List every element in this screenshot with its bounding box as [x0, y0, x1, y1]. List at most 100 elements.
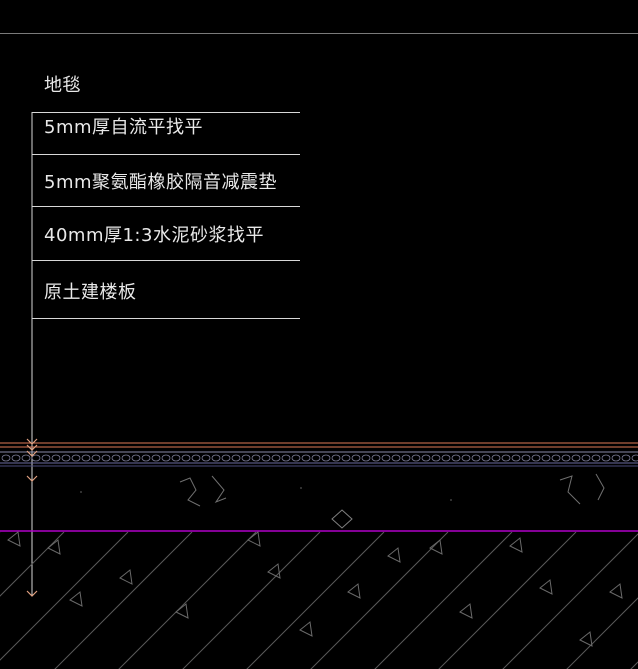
- leveling-pebble: [391, 454, 401, 462]
- leveling-pebble: [341, 454, 351, 462]
- leveling-pebble: [601, 454, 611, 462]
- hatch-line: [566, 597, 638, 669]
- leveling-pebble: [461, 454, 471, 462]
- leveling-pebble: [451, 454, 461, 462]
- leveling-pebble: [31, 454, 41, 462]
- aggregate-triangle: [47, 539, 61, 555]
- aggregate-triangle: [539, 579, 553, 595]
- callout-divider: [32, 206, 300, 207]
- leveling-pebble: [81, 454, 91, 462]
- leveling-pebble: [581, 454, 591, 462]
- callout-divider: [32, 112, 300, 113]
- leveling-pebble: [591, 454, 601, 462]
- callout-title: 地毯: [44, 75, 81, 96]
- leveling-pebble: [551, 454, 561, 462]
- leveling-pebble: [521, 454, 531, 462]
- leveling-pebble: [41, 454, 51, 462]
- leveling-pebble: [381, 454, 391, 462]
- leveling-pebble: [471, 454, 481, 462]
- aggregate-triangle: [119, 569, 133, 585]
- callout-divider: [32, 318, 300, 319]
- leveling-pebble: [611, 454, 621, 462]
- leveling-pebble: [151, 454, 161, 462]
- leveling-pebble: [131, 454, 141, 462]
- hatch-line: [182, 532, 321, 669]
- leveling-pebble: [11, 454, 21, 462]
- aggregate-triangle: [429, 539, 443, 555]
- slab-aggregate: [7, 531, 623, 647]
- leveling-pebble: [221, 454, 231, 462]
- leveling-pebble: [71, 454, 81, 462]
- leveling-pebble: [271, 454, 281, 462]
- callout-divider: [32, 260, 300, 261]
- hatch-line: [0, 532, 129, 661]
- leveling-pebble: [141, 454, 151, 462]
- layer-label-1: 5mm厚自流平找平: [44, 117, 204, 138]
- hatch-line: [438, 532, 577, 669]
- mortar-mark: [559, 475, 581, 505]
- leveling-pebble: [491, 454, 501, 462]
- hatch-line: [0, 532, 65, 597]
- leader-arrow-icon: [26, 438, 38, 597]
- leveling-pebble: [291, 454, 301, 462]
- leveling-pebble: [301, 454, 311, 462]
- leveling-pebble: [21, 454, 31, 462]
- layer-label-3: 40mm厚1:3水泥砂浆找平: [44, 225, 264, 246]
- leveling-pebble: [321, 454, 331, 462]
- leveling-pebble: [61, 454, 71, 462]
- leveling-pebble: [621, 454, 631, 462]
- aggregate-triangle: [247, 531, 261, 547]
- aggregate-triangle: [175, 603, 189, 619]
- leveling-pebble: [631, 454, 638, 462]
- leveling-pebble: [191, 454, 201, 462]
- leveling-pebble: [311, 454, 321, 462]
- mortar-mark: [179, 477, 201, 507]
- leveling-pebble: [501, 454, 511, 462]
- leveling-pebble: [561, 454, 571, 462]
- hatch-line: [54, 532, 193, 669]
- hatch-line: [502, 533, 638, 669]
- leveling-pebble: [541, 454, 551, 462]
- layer-label-4: 原土建楼板: [44, 282, 137, 303]
- aggregate-triangle: [299, 621, 313, 637]
- hatch-line: [246, 532, 385, 669]
- leveling-pebble: [261, 454, 271, 462]
- leveling-pebble: [441, 454, 451, 462]
- layer-label-2: 5mm聚氨酯橡胶隔音减震垫: [44, 172, 278, 193]
- leveling-pebble: [571, 454, 581, 462]
- leveling-pebble: [1, 454, 11, 462]
- leveling-pebble: [331, 454, 341, 462]
- leveling-pebble: [411, 454, 421, 462]
- aggregate-triangle: [509, 537, 523, 553]
- leveling-pebble: [431, 454, 441, 462]
- leveling-pebble: [101, 454, 111, 462]
- leveling-pebble: [231, 454, 241, 462]
- aggregate-triangle: [387, 547, 401, 563]
- leveling-pebble: [171, 454, 181, 462]
- drawing-border-line: [0, 33, 638, 34]
- aggregate-triangle: [7, 531, 21, 547]
- leveling-pebble: [371, 454, 381, 462]
- mortar-mark: [211, 475, 227, 504]
- leveling-pebble: [481, 454, 491, 462]
- aggregate-triangle: [609, 583, 623, 599]
- aggregate-triangle: [579, 631, 593, 647]
- leveling-pebble: [161, 454, 171, 462]
- leveling-pebble: [201, 454, 211, 462]
- leveling-pebble: [511, 454, 521, 462]
- leveling-pebble: [281, 454, 291, 462]
- leveling-pebble: [361, 454, 371, 462]
- mortar-diamond: [331, 509, 353, 529]
- hatch-line: [630, 661, 638, 669]
- leveling-pebble: [121, 454, 131, 462]
- leveling-pebble: [531, 454, 541, 462]
- leveling-pebble: [421, 454, 431, 462]
- mortar-mark: [595, 473, 605, 501]
- aggregate-triangle: [347, 583, 361, 599]
- leveling-pebble: [241, 454, 251, 462]
- aggregate-triangle: [459, 603, 473, 619]
- leveling-pebble: [401, 454, 411, 462]
- leveling-pebble: [211, 454, 221, 462]
